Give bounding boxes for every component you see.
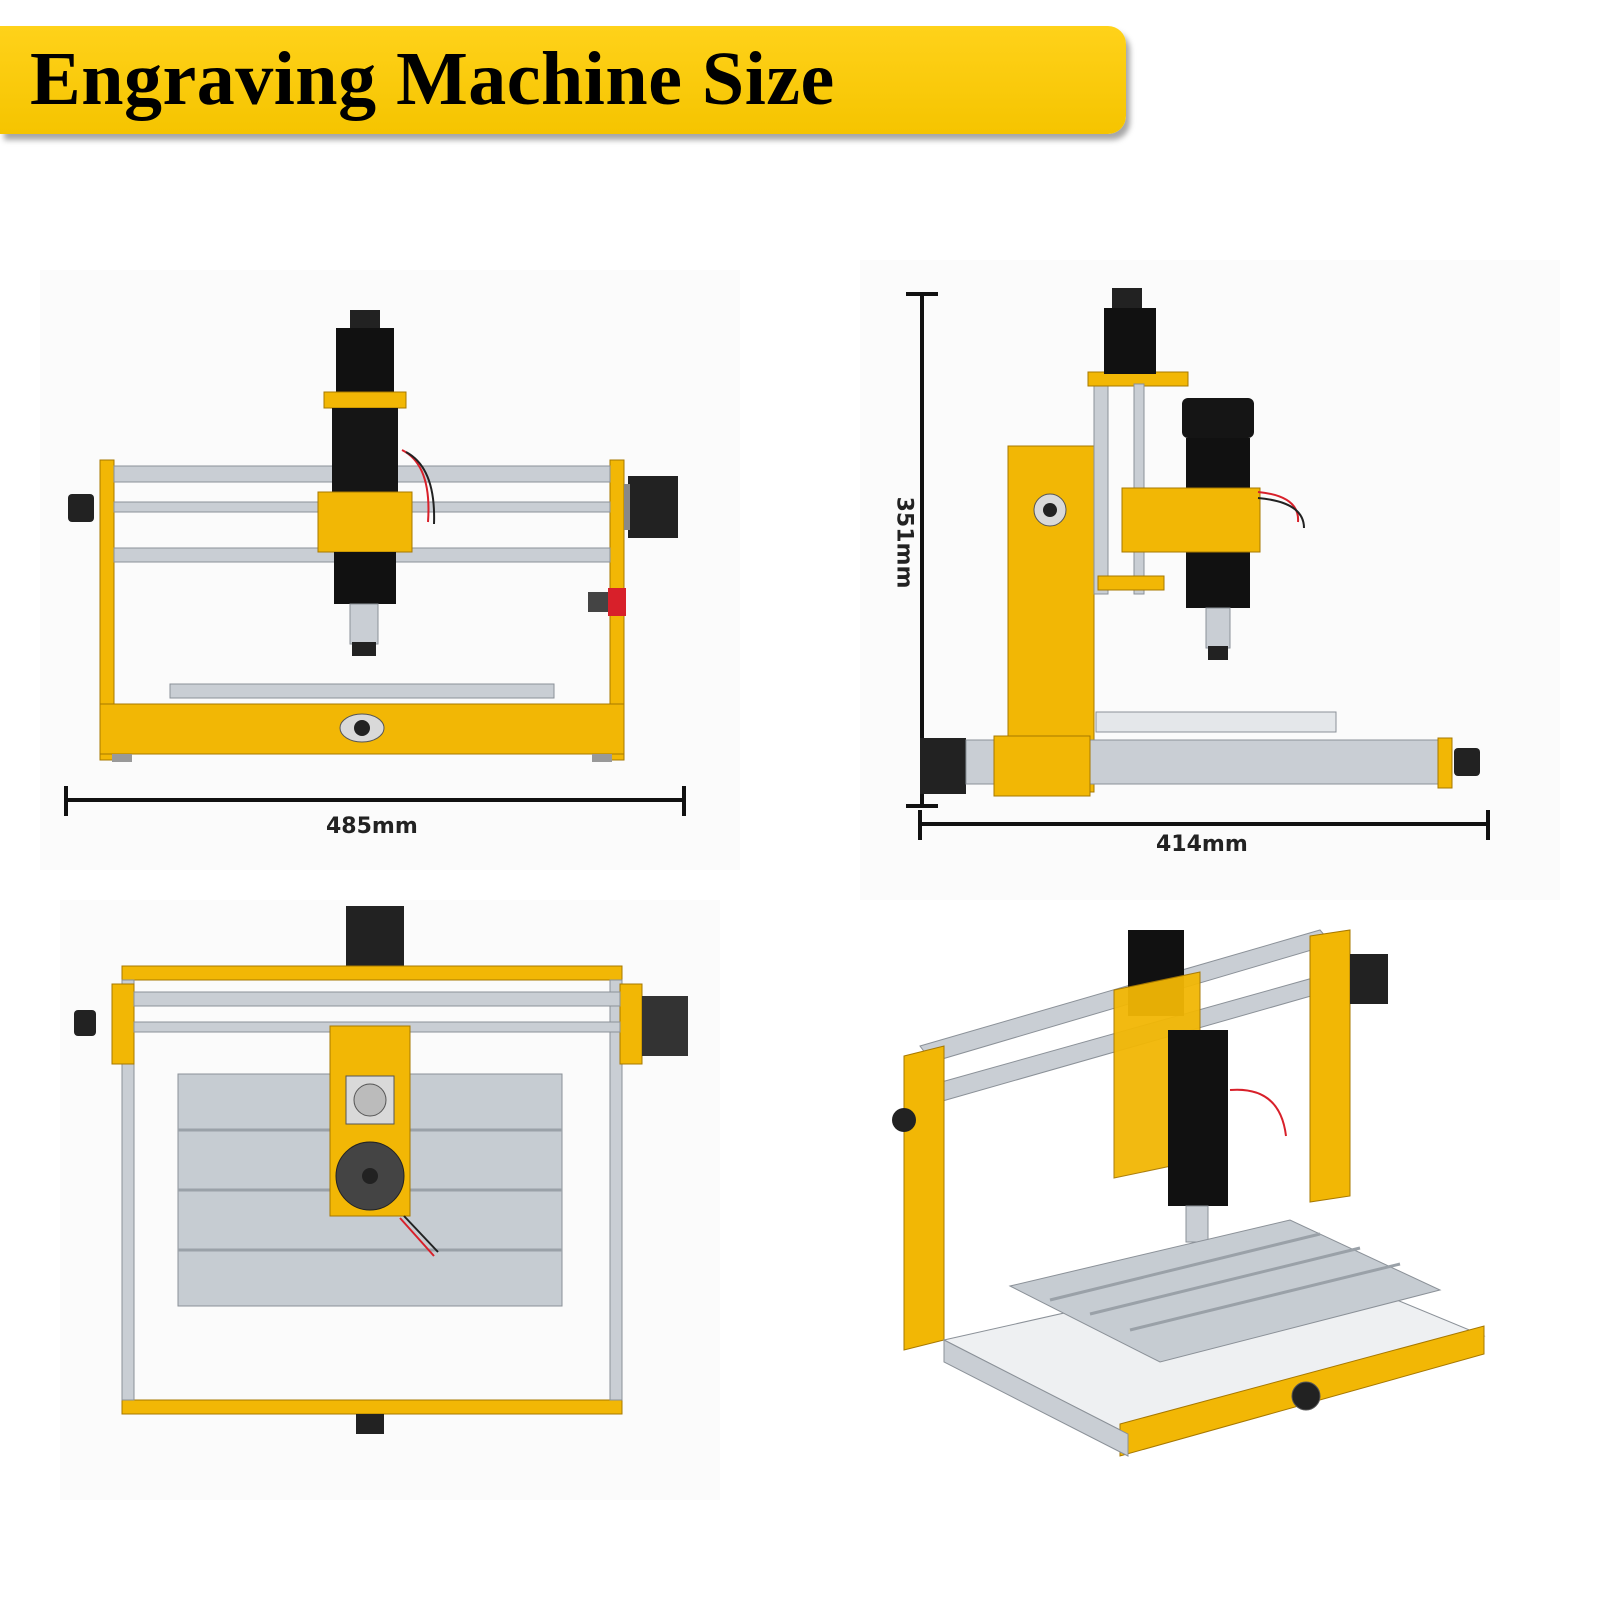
front-view-drawing — [40, 270, 740, 870]
side-width-label: 414mm — [1156, 832, 1248, 857]
iso-view-drawing — [880, 910, 1560, 1550]
iso-view-panel — [880, 910, 1560, 1550]
title-banner: Engraving Machine Size — [0, 26, 1126, 134]
top-view-panel — [60, 900, 720, 1500]
page-title: Engraving Machine Size — [30, 37, 835, 121]
front-view-panel: 485mm — [40, 270, 740, 870]
side-height-label: 351mm — [891, 496, 917, 589]
front-width-label: 485mm — [326, 814, 418, 839]
top-view-drawing — [60, 900, 720, 1500]
side-view-panel: 414mm 351mm — [860, 260, 1560, 900]
side-view-drawing — [860, 260, 1560, 900]
